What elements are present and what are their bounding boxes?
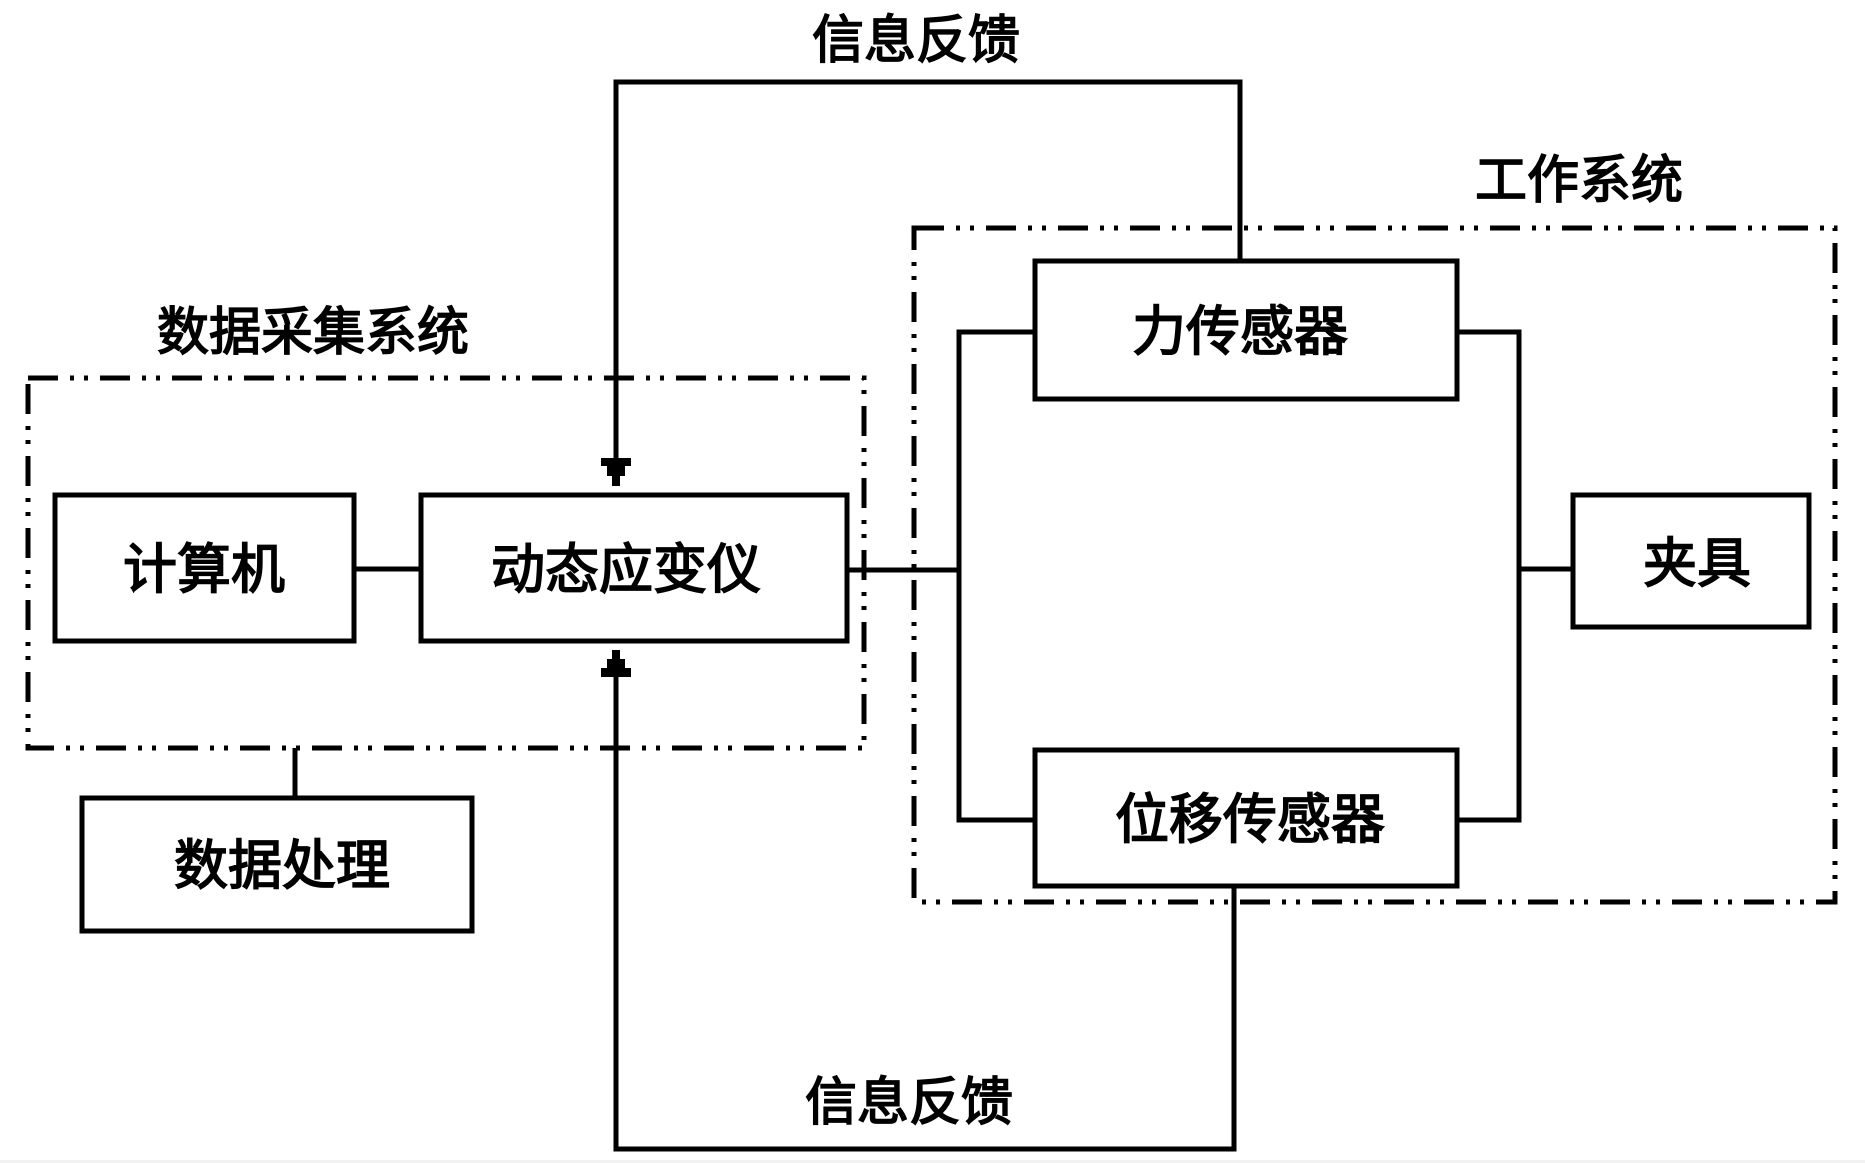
displacement-sensor-label: 位移传感器 bbox=[1115, 787, 1386, 851]
data-acquisition-group bbox=[25, 375, 867, 751]
working-system-group bbox=[911, 225, 1838, 905]
displacement-sensor-node: 位移传感器 bbox=[1032, 747, 1460, 889]
clamp-label: 夹具 bbox=[1643, 531, 1751, 595]
bottom-feedback-line bbox=[613, 668, 1237, 1152]
left-sensor-bus bbox=[956, 329, 1035, 823]
bottom-feedback-arrow-icon bbox=[601, 650, 631, 677]
strain-gauge-label: 动态应变仪 bbox=[491, 537, 761, 601]
computer-label: 计算机 bbox=[123, 537, 285, 601]
clamp-node: 夹具 bbox=[1570, 492, 1812, 630]
data-processing-label: 数据处理 bbox=[174, 833, 390, 897]
right-sensor-bus bbox=[1457, 329, 1522, 823]
strain-gauge-node: 动态应变仪 bbox=[418, 492, 850, 644]
top-feedback-line bbox=[613, 79, 1243, 470]
top-feedback-label: 信息反馈 bbox=[812, 10, 1020, 71]
data-acquisition-group-label: 数据采集系统 bbox=[157, 302, 469, 363]
force-sensor-label: 力传感器 bbox=[1132, 299, 1349, 363]
computer-node: 计算机 bbox=[52, 492, 357, 644]
data-processing-node: 数据处理 bbox=[79, 795, 475, 934]
working-system-group-label: 工作系统 bbox=[1475, 150, 1683, 211]
bottom-feedback-label: 信息反馈 bbox=[805, 1072, 1013, 1133]
bottom-edge-strip bbox=[0, 1160, 1865, 1163]
top-feedback-arrow-icon bbox=[601, 458, 631, 486]
force-sensor-node: 力传感器 bbox=[1032, 258, 1460, 402]
